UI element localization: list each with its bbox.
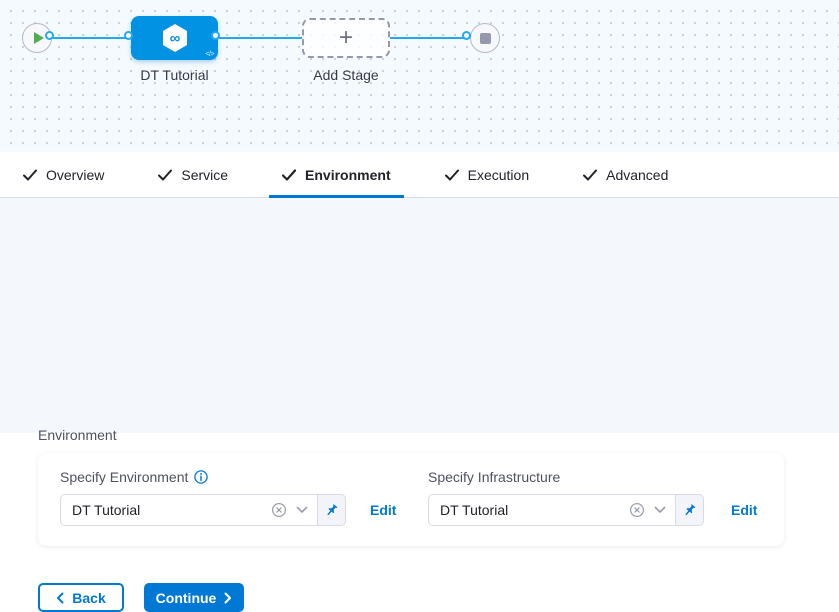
add-stage-button[interactable]: +: [302, 18, 390, 58]
continue-button-label: Continue: [155, 589, 217, 606]
environment-field-label: Specify Environment: [60, 469, 428, 485]
edge-connector: [211, 31, 220, 40]
pipeline-canvas[interactable]: ∞ </> + DT Tutorial Add Stage: [0, 0, 839, 152]
field-label-text: Specify Infrastructure: [428, 469, 561, 485]
tab-label: Advanced: [606, 166, 669, 183]
pipeline-edge: [218, 37, 302, 39]
chevron-right-icon: [224, 592, 232, 603]
info-icon[interactable]: [194, 470, 209, 484]
tab-overview[interactable]: Overview: [10, 152, 117, 197]
check-icon: [23, 169, 37, 180]
svg-text:∞: ∞: [169, 30, 180, 47]
environment-select: [60, 494, 346, 526]
infrastructure-field-group: Specify Infrastructure: [428, 469, 757, 546]
back-button[interactable]: Back: [38, 583, 124, 612]
pin-icon: [327, 503, 338, 515]
chevron-left-icon: [57, 592, 64, 603]
edge-connector: [45, 31, 54, 40]
field-label-text: Specify Environment: [60, 469, 189, 485]
tab-environment[interactable]: Environment: [269, 152, 404, 198]
tab-label: Execution: [467, 166, 530, 183]
deploy-hexagon-icon: ∞: [162, 24, 187, 52]
tab-label: Service: [181, 166, 229, 183]
tab-label: Overview: [46, 166, 105, 183]
pin-icon: [685, 503, 696, 515]
infrastructure-select-box[interactable]: [428, 494, 676, 526]
environment-card: Specify Environment: [38, 453, 784, 546]
pipeline-end-node[interactable]: [470, 23, 500, 53]
environment-select-box[interactable]: [60, 494, 318, 526]
tab-execution[interactable]: Execution: [432, 152, 542, 197]
add-stage-label: Add Stage: [313, 67, 379, 83]
stage-node-label: DT Tutorial: [140, 67, 209, 83]
environment-input[interactable]: [72, 502, 271, 518]
pin-button[interactable]: [676, 494, 704, 526]
check-icon: [282, 168, 297, 181]
edit-environment-link[interactable]: Edit: [370, 502, 397, 518]
edge-connector: [124, 31, 133, 40]
infrastructure-field-label: Specify Infrastructure: [428, 469, 757, 485]
pipeline-edge: [52, 37, 131, 39]
check-icon: [444, 169, 459, 180]
section-title: Environment: [38, 427, 117, 443]
clear-icon[interactable]: [271, 502, 287, 518]
pin-button[interactable]: [318, 494, 346, 526]
tab-label: Environment: [305, 166, 391, 183]
chevron-down-icon[interactable]: [654, 506, 666, 514]
tab-service[interactable]: Service: [145, 152, 241, 197]
clear-icon[interactable]: [629, 502, 645, 518]
check-icon: [158, 169, 173, 180]
check-icon: [583, 169, 598, 180]
edge-connector: [462, 31, 471, 40]
continue-button[interactable]: Continue: [144, 583, 244, 612]
infrastructure-input[interactable]: [440, 502, 629, 518]
plus-icon: +: [338, 24, 353, 51]
infrastructure-select: [428, 494, 704, 526]
chevron-down-icon[interactable]: [296, 506, 308, 514]
environment-panel: Environment Specify Environment: [0, 198, 839, 612]
pipeline-edge: [390, 37, 470, 39]
stage-node-dt-tutorial[interactable]: ∞ </>: [131, 16, 218, 60]
code-icon: </>: [205, 51, 214, 58]
stop-icon: [479, 32, 491, 44]
edit-infrastructure-link[interactable]: Edit: [731, 502, 758, 518]
stage-tabs: Overview Service Environment Execution A…: [0, 152, 839, 198]
tab-advanced[interactable]: Advanced: [570, 152, 681, 197]
environment-field-group: Specify Environment: [60, 469, 428, 546]
play-icon: [33, 32, 44, 44]
environment-field-row: Edit: [60, 494, 428, 526]
back-button-label: Back: [72, 589, 106, 606]
infrastructure-field-row: Edit: [428, 494, 757, 526]
